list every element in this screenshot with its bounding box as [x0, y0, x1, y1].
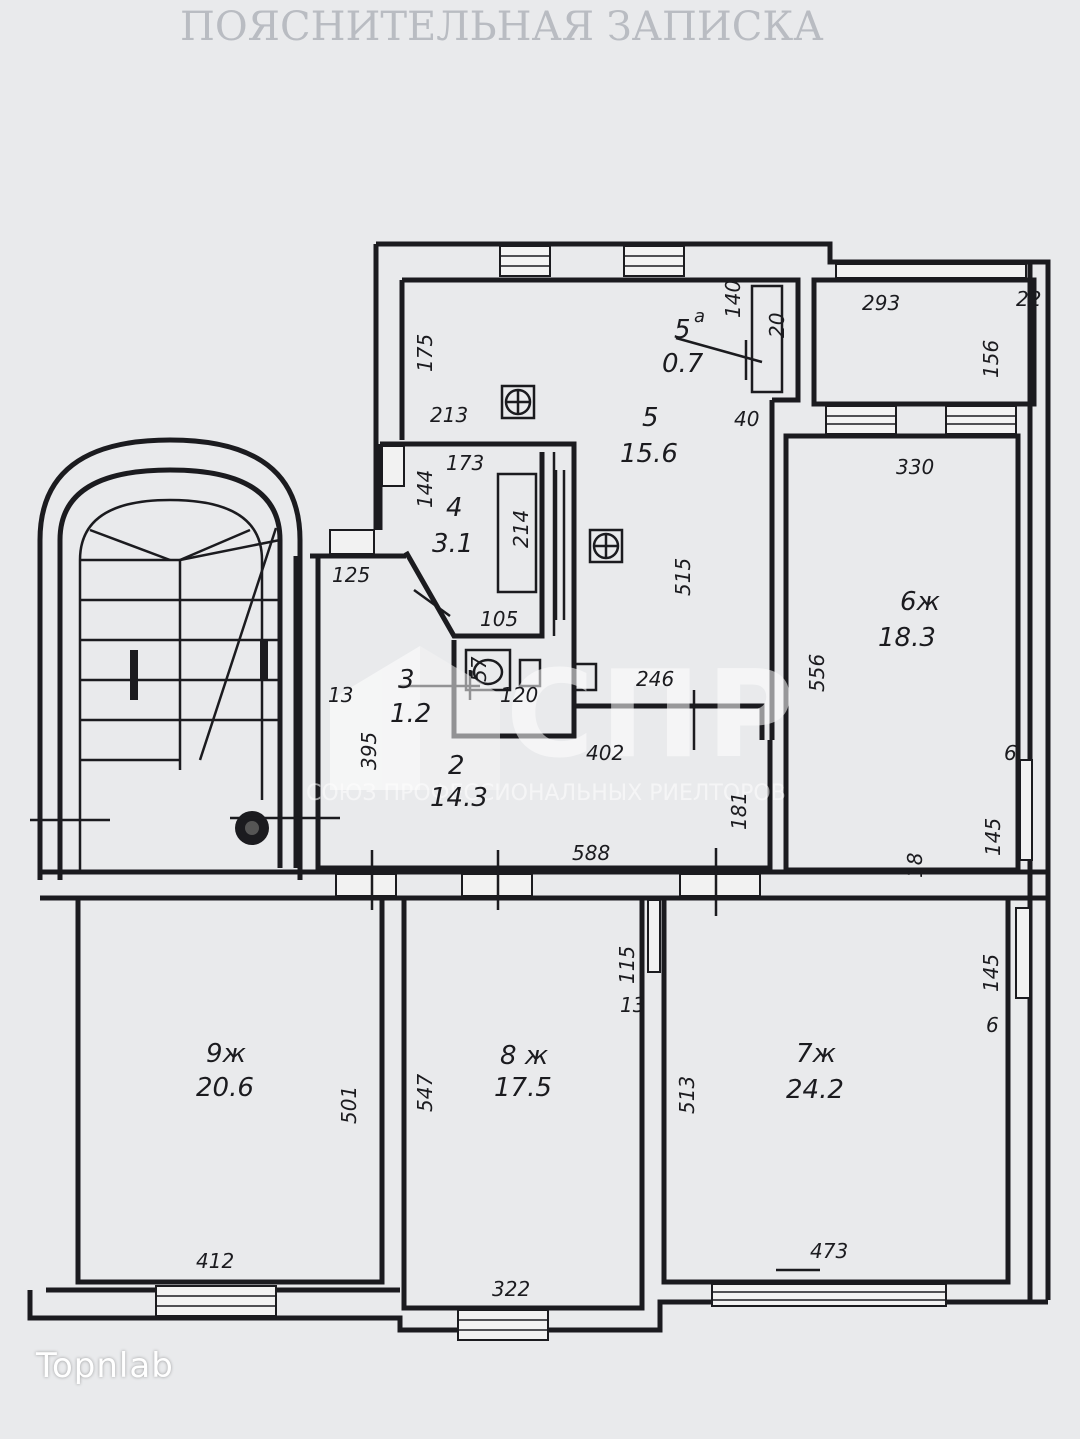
dim-label: 181	[727, 792, 751, 830]
room-5-area: 15.6	[620, 439, 678, 469]
dim-label: 20	[765, 313, 789, 338]
dim-label: 513	[675, 1076, 699, 1114]
room-8-name: 8 ж	[500, 1041, 549, 1071]
dim-label: 588	[572, 841, 610, 865]
room-2-name: 2	[448, 751, 465, 781]
dim-label: 105	[480, 607, 518, 631]
dim-label: 175	[413, 334, 437, 372]
dimension-labels: 175 213 140 20 40 293 156 22 144 173 214…	[196, 280, 1041, 1301]
watermark: СПР СОЮЗ ПРОФЕССИОНАЛЬНЫХ РИЕЛТОРОВ	[306, 646, 800, 806]
dim-label: 145	[981, 818, 1005, 856]
dim-label: 293	[862, 291, 900, 315]
dim-label: 213	[430, 403, 468, 427]
watermark-brand: СПР	[506, 646, 800, 785]
room-4-area: 3.1	[432, 529, 473, 559]
dim-label: 547	[413, 1074, 437, 1112]
room-5a-sup: а	[694, 306, 705, 327]
dim-label: 13	[328, 683, 353, 707]
room-5a-area: 0.7	[662, 349, 704, 379]
dim-label: 515	[671, 558, 695, 596]
dim-label: 322	[492, 1277, 530, 1301]
building-logo-icon	[330, 646, 500, 790]
dim-label: 13	[620, 993, 645, 1017]
room-8-area: 17.5	[494, 1073, 552, 1103]
dim-label: 140	[721, 280, 745, 318]
dim-label: 40	[734, 407, 759, 431]
dim-label: 6	[986, 1013, 999, 1037]
walls	[27, 241, 1051, 1333]
dim-label: 22	[1016, 287, 1041, 311]
room-5-name: 5	[642, 403, 659, 433]
dim-label: 173	[446, 451, 484, 475]
dim-label: 18	[903, 853, 927, 878]
dim-label: 115	[615, 946, 639, 984]
room-4-name: 4	[446, 493, 463, 523]
watermark-tagline: СОЮЗ ПРОФЕССИОНАЛЬНЫХ РИЕЛТОРОВ	[306, 781, 786, 806]
room-2-area: 14.3	[430, 783, 488, 813]
document-header: ПОЯСНИТЕЛЬНАЯ ЗАПИСКА	[180, 4, 824, 50]
staircase	[30, 527, 340, 845]
dim-label: 125	[332, 563, 370, 587]
dim-label: 120	[500, 683, 538, 707]
dim-label: 246	[636, 667, 674, 691]
room-labels: 2 14.3 3 1.2 4 3.1 5 15.6 5 а 0.7 6ж 18.…	[196, 306, 941, 1105]
dim-label: 473	[810, 1239, 848, 1263]
dim-label: 330	[896, 455, 934, 479]
room-3-name: 3	[398, 665, 415, 695]
room-3-area: 1.2	[390, 699, 431, 729]
dim-label: 145	[979, 954, 1003, 992]
room-5a-name: 5	[674, 315, 691, 345]
room-6-area: 18.3	[878, 623, 936, 653]
dim-label: 57	[467, 656, 491, 682]
room-9-area: 20.6	[196, 1073, 254, 1103]
dim-label: 395	[357, 732, 381, 770]
dim-label: 501	[337, 1086, 361, 1124]
room-7-area: 24.2	[786, 1075, 844, 1105]
dim-label: 412	[196, 1249, 234, 1273]
room-9-name: 9ж	[206, 1039, 247, 1069]
dim-label: 156	[979, 340, 1003, 378]
topnlab-logo: Topnlab	[36, 1346, 174, 1386]
room-6-name: 6ж	[900, 587, 941, 617]
dim-label: 402	[586, 741, 624, 765]
dim-label: 6	[1004, 741, 1017, 765]
dim-label: 214	[509, 510, 533, 548]
dim-label: 556	[805, 654, 829, 692]
dim-label: 144	[413, 470, 437, 508]
windows	[155, 245, 1033, 1341]
room-7-name: 7ж	[796, 1039, 837, 1069]
